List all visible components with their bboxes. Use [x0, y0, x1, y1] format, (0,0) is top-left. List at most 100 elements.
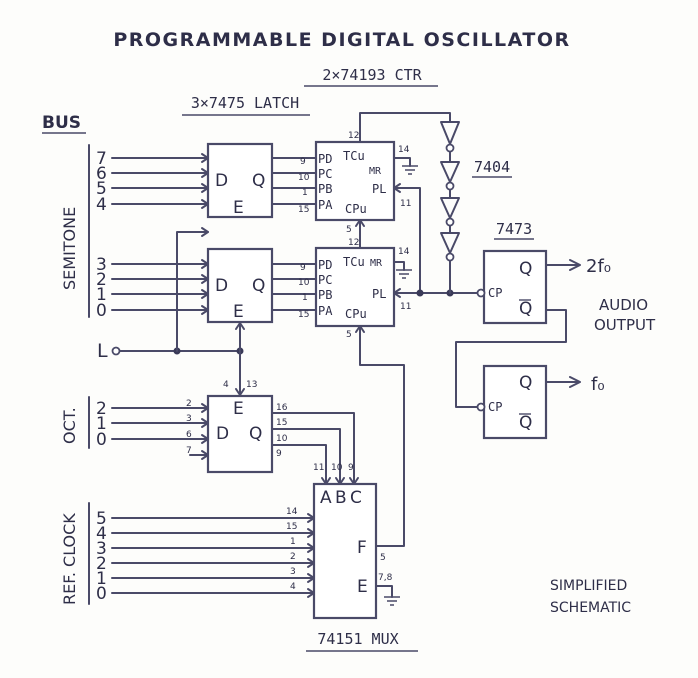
clk-bit-0: 0	[96, 584, 107, 604]
oct-out-16: 16	[276, 403, 288, 413]
lower-ctr-pin12: 12	[348, 238, 359, 248]
mux-pin-10: 10	[331, 463, 343, 473]
pin-10: 10	[298, 173, 310, 183]
lower-ctr-pa: PA	[318, 304, 333, 318]
lower-latch-chip	[206, 247, 274, 324]
mux-in-1: 1	[290, 537, 296, 547]
mux-f-to-counter-wire	[359, 325, 405, 547]
bit-1: 1	[96, 285, 107, 305]
bit-2: 2	[96, 270, 107, 290]
upper-tc-wire	[359, 112, 451, 143]
pin-15: 15	[298, 205, 309, 215]
bit-5: 5	[96, 179, 107, 199]
clk-bit-3: 3	[96, 539, 107, 559]
oct-bit-2: 2	[96, 399, 107, 419]
mux-b: B	[335, 488, 347, 508]
upper-ctr-pin14: 14	[398, 145, 410, 155]
lower-ctr-pd: PD	[318, 258, 332, 272]
oct-e-pin4: 4	[223, 380, 229, 390]
mux-f: F	[357, 538, 367, 558]
pin-15b: 15	[298, 310, 309, 320]
upper-latch-chip	[206, 142, 274, 219]
pin-1b: 1	[302, 293, 308, 303]
ff-lower-qbar: Q	[519, 413, 532, 433]
bit-3: 3	[96, 255, 107, 275]
oct-out-b-wire	[271, 428, 341, 485]
oct-latch-e: E	[233, 399, 244, 419]
oct-latch-d: D	[216, 424, 229, 444]
output-label: OUTPUT	[594, 316, 656, 334]
lower-counter-chip	[314, 246, 396, 328]
note-line-2: SCHEMATIC	[550, 600, 631, 616]
oct-out-c-wire	[271, 412, 355, 485]
load-label: L	[97, 340, 108, 362]
latch-chip-label: 3×7475 LATCH	[191, 94, 299, 112]
upper-latch-q: Q	[252, 171, 265, 191]
mux-a: A	[320, 488, 332, 508]
ref-clock-lines: 5 4 3 2 1 0	[96, 509, 315, 604]
audio-label: AUDIO	[599, 296, 648, 314]
semitone-label: SEMITONE	[60, 207, 79, 290]
mux-pin-11: 11	[313, 463, 324, 473]
lower-latch-e: E	[233, 302, 244, 322]
mux-e-ground	[375, 585, 393, 598]
mux-pin-78: 7,8	[378, 573, 393, 583]
upper-mr-ground	[393, 157, 411, 167]
upper-counter-chip	[314, 140, 396, 222]
lower-ctr-cp: CPu	[345, 307, 367, 321]
two-f0-label: 2f₀	[586, 256, 611, 277]
ff-upper-q: Q	[519, 259, 532, 279]
octave-label: OCT.	[60, 407, 79, 444]
semitone-upper-lines: 7 6 5 4	[96, 149, 209, 215]
lower-ctr-pb: PB	[318, 288, 332, 302]
upper-latch-e: E	[233, 198, 244, 218]
bit-7: 7	[96, 149, 107, 169]
flipflop-upper-chip	[482, 249, 548, 325]
oct-bit-1: 1	[96, 414, 107, 434]
upper-ctr-pin5: 5	[346, 225, 352, 235]
f0-label: f₀	[591, 374, 605, 395]
mux-in-15: 15	[286, 522, 297, 532]
mux-in-4: 4	[290, 582, 296, 592]
clk-bit-5: 5	[96, 509, 107, 529]
lower-ctr-pin11: 11	[400, 302, 411, 312]
upper-ctr-cp: CPu	[345, 202, 367, 216]
lower-ctr-pin14: 14	[398, 247, 410, 257]
lower-ctr-pin5: 5	[346, 330, 352, 340]
lower-mr-ground	[393, 261, 405, 271]
mux-chip-label: 74151 MUX	[317, 630, 398, 648]
pin-9b: 9	[300, 263, 306, 273]
bit-0: 0	[96, 301, 107, 321]
clk-bit-4: 4	[96, 524, 107, 544]
lower-ctr-pc: PC	[318, 273, 332, 287]
mux-chip	[312, 482, 378, 620]
upper-latch-d: D	[215, 171, 228, 191]
oct-out-9: 9	[276, 449, 282, 459]
ff-lower-q: Q	[519, 373, 532, 393]
upper-ctr-tc: TCu	[343, 149, 365, 163]
mux-pin-5: 5	[380, 553, 386, 563]
load-input-terminal	[111, 346, 121, 356]
upper-ctr-pd: PD	[318, 152, 332, 166]
oct-pin-3: 3	[186, 414, 192, 424]
ff-upper-cp: CP	[488, 286, 502, 300]
bit-6: 6	[96, 164, 107, 184]
mux-in-14: 14	[286, 507, 298, 517]
mux-e: E	[357, 577, 368, 597]
inverter-chain: 7404	[440, 121, 512, 294]
ff-lower-cp: CP	[488, 400, 502, 414]
pin-10b: 10	[298, 278, 310, 288]
counter-chip-label: 2×74193 CTR	[322, 66, 422, 84]
mux-in-2: 2	[290, 552, 296, 562]
oct-out-a-wire	[271, 444, 327, 485]
diagram-title: PROGRAMMABLE DIGITAL OSCILLATOR	[113, 29, 570, 51]
note-line-1: SIMPLIFIED	[550, 578, 627, 594]
semitone-lower-lines: 3 2 1 0	[96, 255, 209, 321]
mux-in-3: 3	[290, 567, 296, 577]
ff-upper-qbar: Q	[519, 299, 532, 319]
lower-ctr-pl: PL	[372, 287, 386, 301]
oct-out-10: 10	[276, 434, 288, 444]
oct-latch-q: Q	[249, 424, 262, 444]
